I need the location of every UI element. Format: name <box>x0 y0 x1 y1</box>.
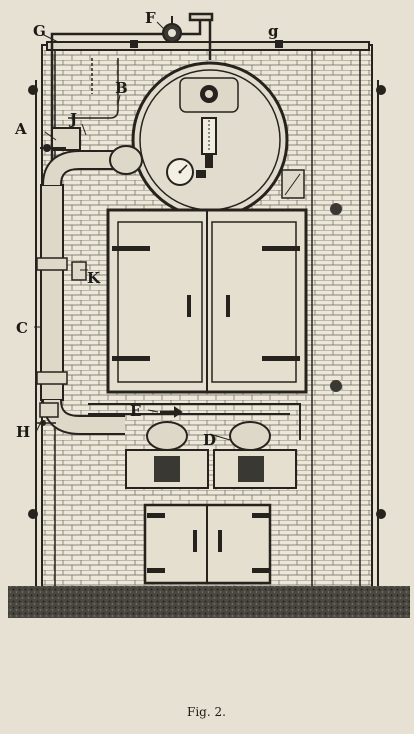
frame-bolts <box>330 203 342 392</box>
stop-valve-f <box>162 16 182 43</box>
label-h: H <box>16 423 30 441</box>
manhole-plate <box>179 77 239 113</box>
label-d: D <box>203 431 216 449</box>
label-b: B <box>115 79 128 97</box>
ground <box>8 586 410 618</box>
label-k: K <box>87 269 101 287</box>
label-c: C <box>16 319 28 337</box>
label-small-g: g <box>268 22 279 40</box>
top-fittings <box>130 40 283 48</box>
label-e: E <box>130 402 141 420</box>
check-valve-a <box>40 127 81 152</box>
ash-pit-doors <box>143 503 272 585</box>
label-f: F <box>145 9 156 27</box>
side-gauge-box <box>281 169 305 199</box>
bottom-header-e <box>88 403 301 440</box>
leader-lines <box>34 21 231 441</box>
pressure-gauge <box>166 158 194 186</box>
pipe-to-gauge-b <box>68 58 119 119</box>
blowoff-h <box>36 402 59 426</box>
upper-fire-doors <box>106 208 308 394</box>
figure-caption: Fig. 2. <box>187 705 226 719</box>
top-steam-pipe <box>50 12 214 170</box>
label-g: G <box>33 22 46 40</box>
water-gauge-glass <box>196 117 217 178</box>
valve-assembly-d <box>125 421 297 489</box>
valve-k <box>71 261 87 281</box>
label-a: A <box>14 120 27 138</box>
label-j: J <box>68 110 77 128</box>
steel-frame <box>28 41 386 588</box>
